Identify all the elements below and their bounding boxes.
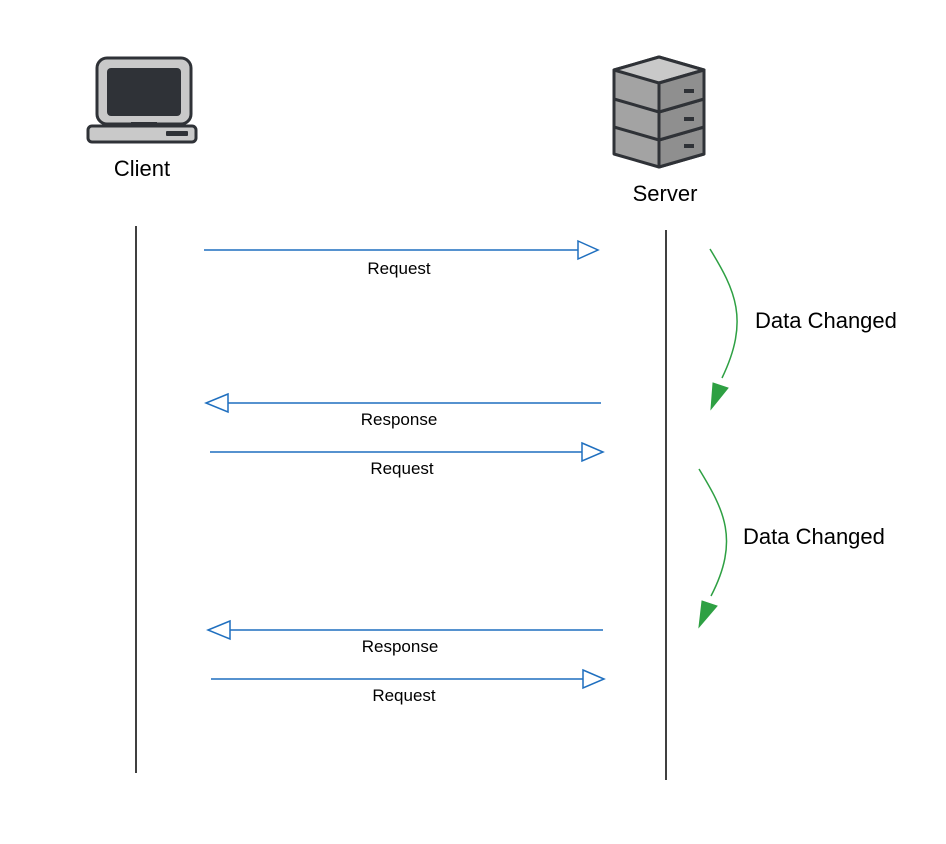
request-label: Request <box>367 259 431 278</box>
request-arrow <box>204 239 600 261</box>
client-label: Client <box>114 156 170 181</box>
request-label: Request <box>372 686 436 705</box>
desktop-computer-icon <box>86 56 198 144</box>
data-changed-label: Data Changed <box>743 524 885 549</box>
response-label: Response <box>362 637 439 656</box>
request-arrow <box>210 441 605 463</box>
response-arrow <box>206 619 603 641</box>
server-rack-icon <box>612 55 706 169</box>
server-label: Server <box>633 181 698 206</box>
response-label: Response <box>361 410 438 429</box>
data-changed-arrow <box>698 468 728 629</box>
data-changed-label: Data Changed <box>755 308 897 333</box>
data-changed-arrow <box>709 248 738 411</box>
request-label: Request <box>370 459 434 478</box>
response-arrow <box>204 392 601 414</box>
request-arrow <box>211 668 606 690</box>
